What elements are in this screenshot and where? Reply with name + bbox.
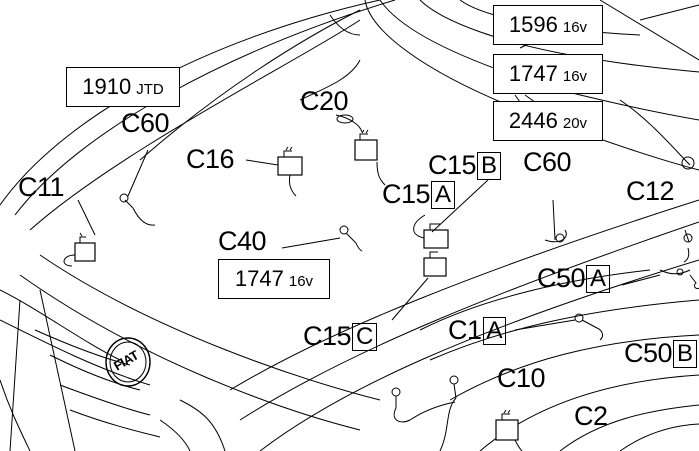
connector-label-c40: C40 bbox=[218, 226, 267, 256]
connector-label-c10: C10 bbox=[497, 363, 546, 393]
fiat-badge-outline bbox=[105, 337, 151, 387]
fender-line bbox=[229, 199, 699, 391]
connector-label-c60-right: C60 bbox=[523, 147, 572, 177]
connector-label-c12: C12 bbox=[626, 176, 675, 206]
connector-label-c60-left: C60 bbox=[121, 108, 170, 138]
connector-label-c2: C2 bbox=[574, 401, 608, 431]
connector-label-c11: C11 bbox=[18, 172, 65, 202]
connector-label-c16: C16 bbox=[186, 144, 235, 174]
connector-label-c20: C20 bbox=[300, 86, 349, 116]
